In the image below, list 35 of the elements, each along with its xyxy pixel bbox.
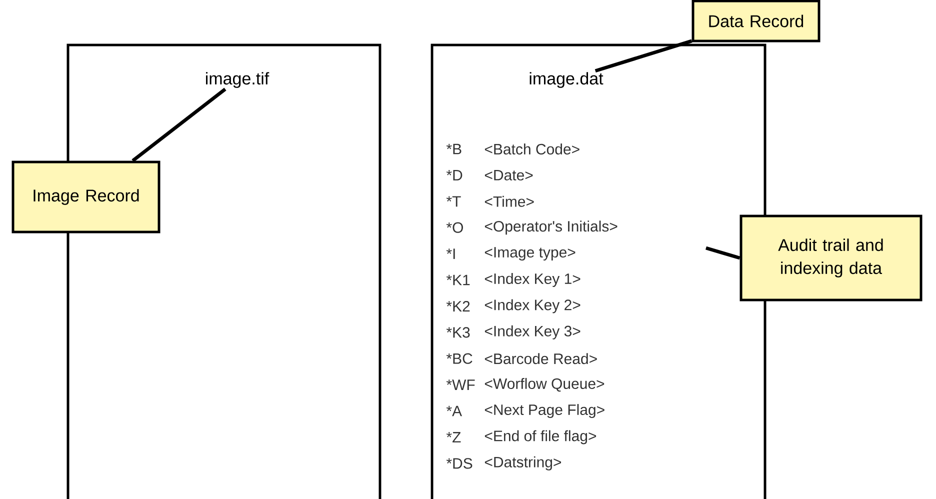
- field-description: <Worflow Queue>: [484, 378, 604, 392]
- field-description: <Image type>: [484, 247, 576, 261]
- field-description: <Time>: [484, 196, 534, 207]
- field-description: <Next Page Flag>: [484, 404, 604, 418]
- file-name: image.tif: [206, 72, 270, 88]
- field-description: <Index Key 2>: [484, 299, 580, 314]
- callout-box: Audit trail and indexing data: [740, 214, 922, 302]
- field-code: *WF: [446, 380, 475, 390]
- field-description: <Operator's Initials>: [484, 220, 618, 235]
- field-code: *D: [446, 170, 462, 180]
- field-description: <Index Key 1>: [484, 273, 580, 287]
- field-code: *K1: [446, 274, 470, 286]
- leader-line: [594, 39, 692, 73]
- field-code: *A: [446, 406, 462, 416]
- field-description: <Date>: [484, 170, 533, 180]
- field-code: *O: [446, 222, 463, 233]
- callout-box: Image Record: [12, 160, 160, 234]
- field-code: *I: [446, 248, 455, 259]
- callout-box: Data Record: [692, 0, 820, 42]
- leader-line: [706, 246, 740, 260]
- file-box: [430, 44, 766, 499]
- field-code: *K3: [446, 327, 470, 338]
- field-description: <Index Key 3>: [484, 325, 580, 340]
- field-code: *B: [446, 144, 462, 154]
- field-description: <Barcode Read>: [484, 353, 597, 364]
- leader-line: [132, 88, 226, 162]
- field-code: *Z: [446, 432, 461, 442]
- file-name: image.dat: [530, 72, 604, 88]
- field-code: *BC: [446, 353, 472, 364]
- field-description: <End of file flag>: [484, 430, 596, 444]
- field-code: *K2: [446, 300, 470, 312]
- field-description: <Datstring>: [484, 456, 561, 470]
- field-description: <Batch Code>: [484, 144, 580, 154]
- field-code: *T: [446, 196, 461, 207]
- field-code: *DS: [446, 458, 472, 469]
